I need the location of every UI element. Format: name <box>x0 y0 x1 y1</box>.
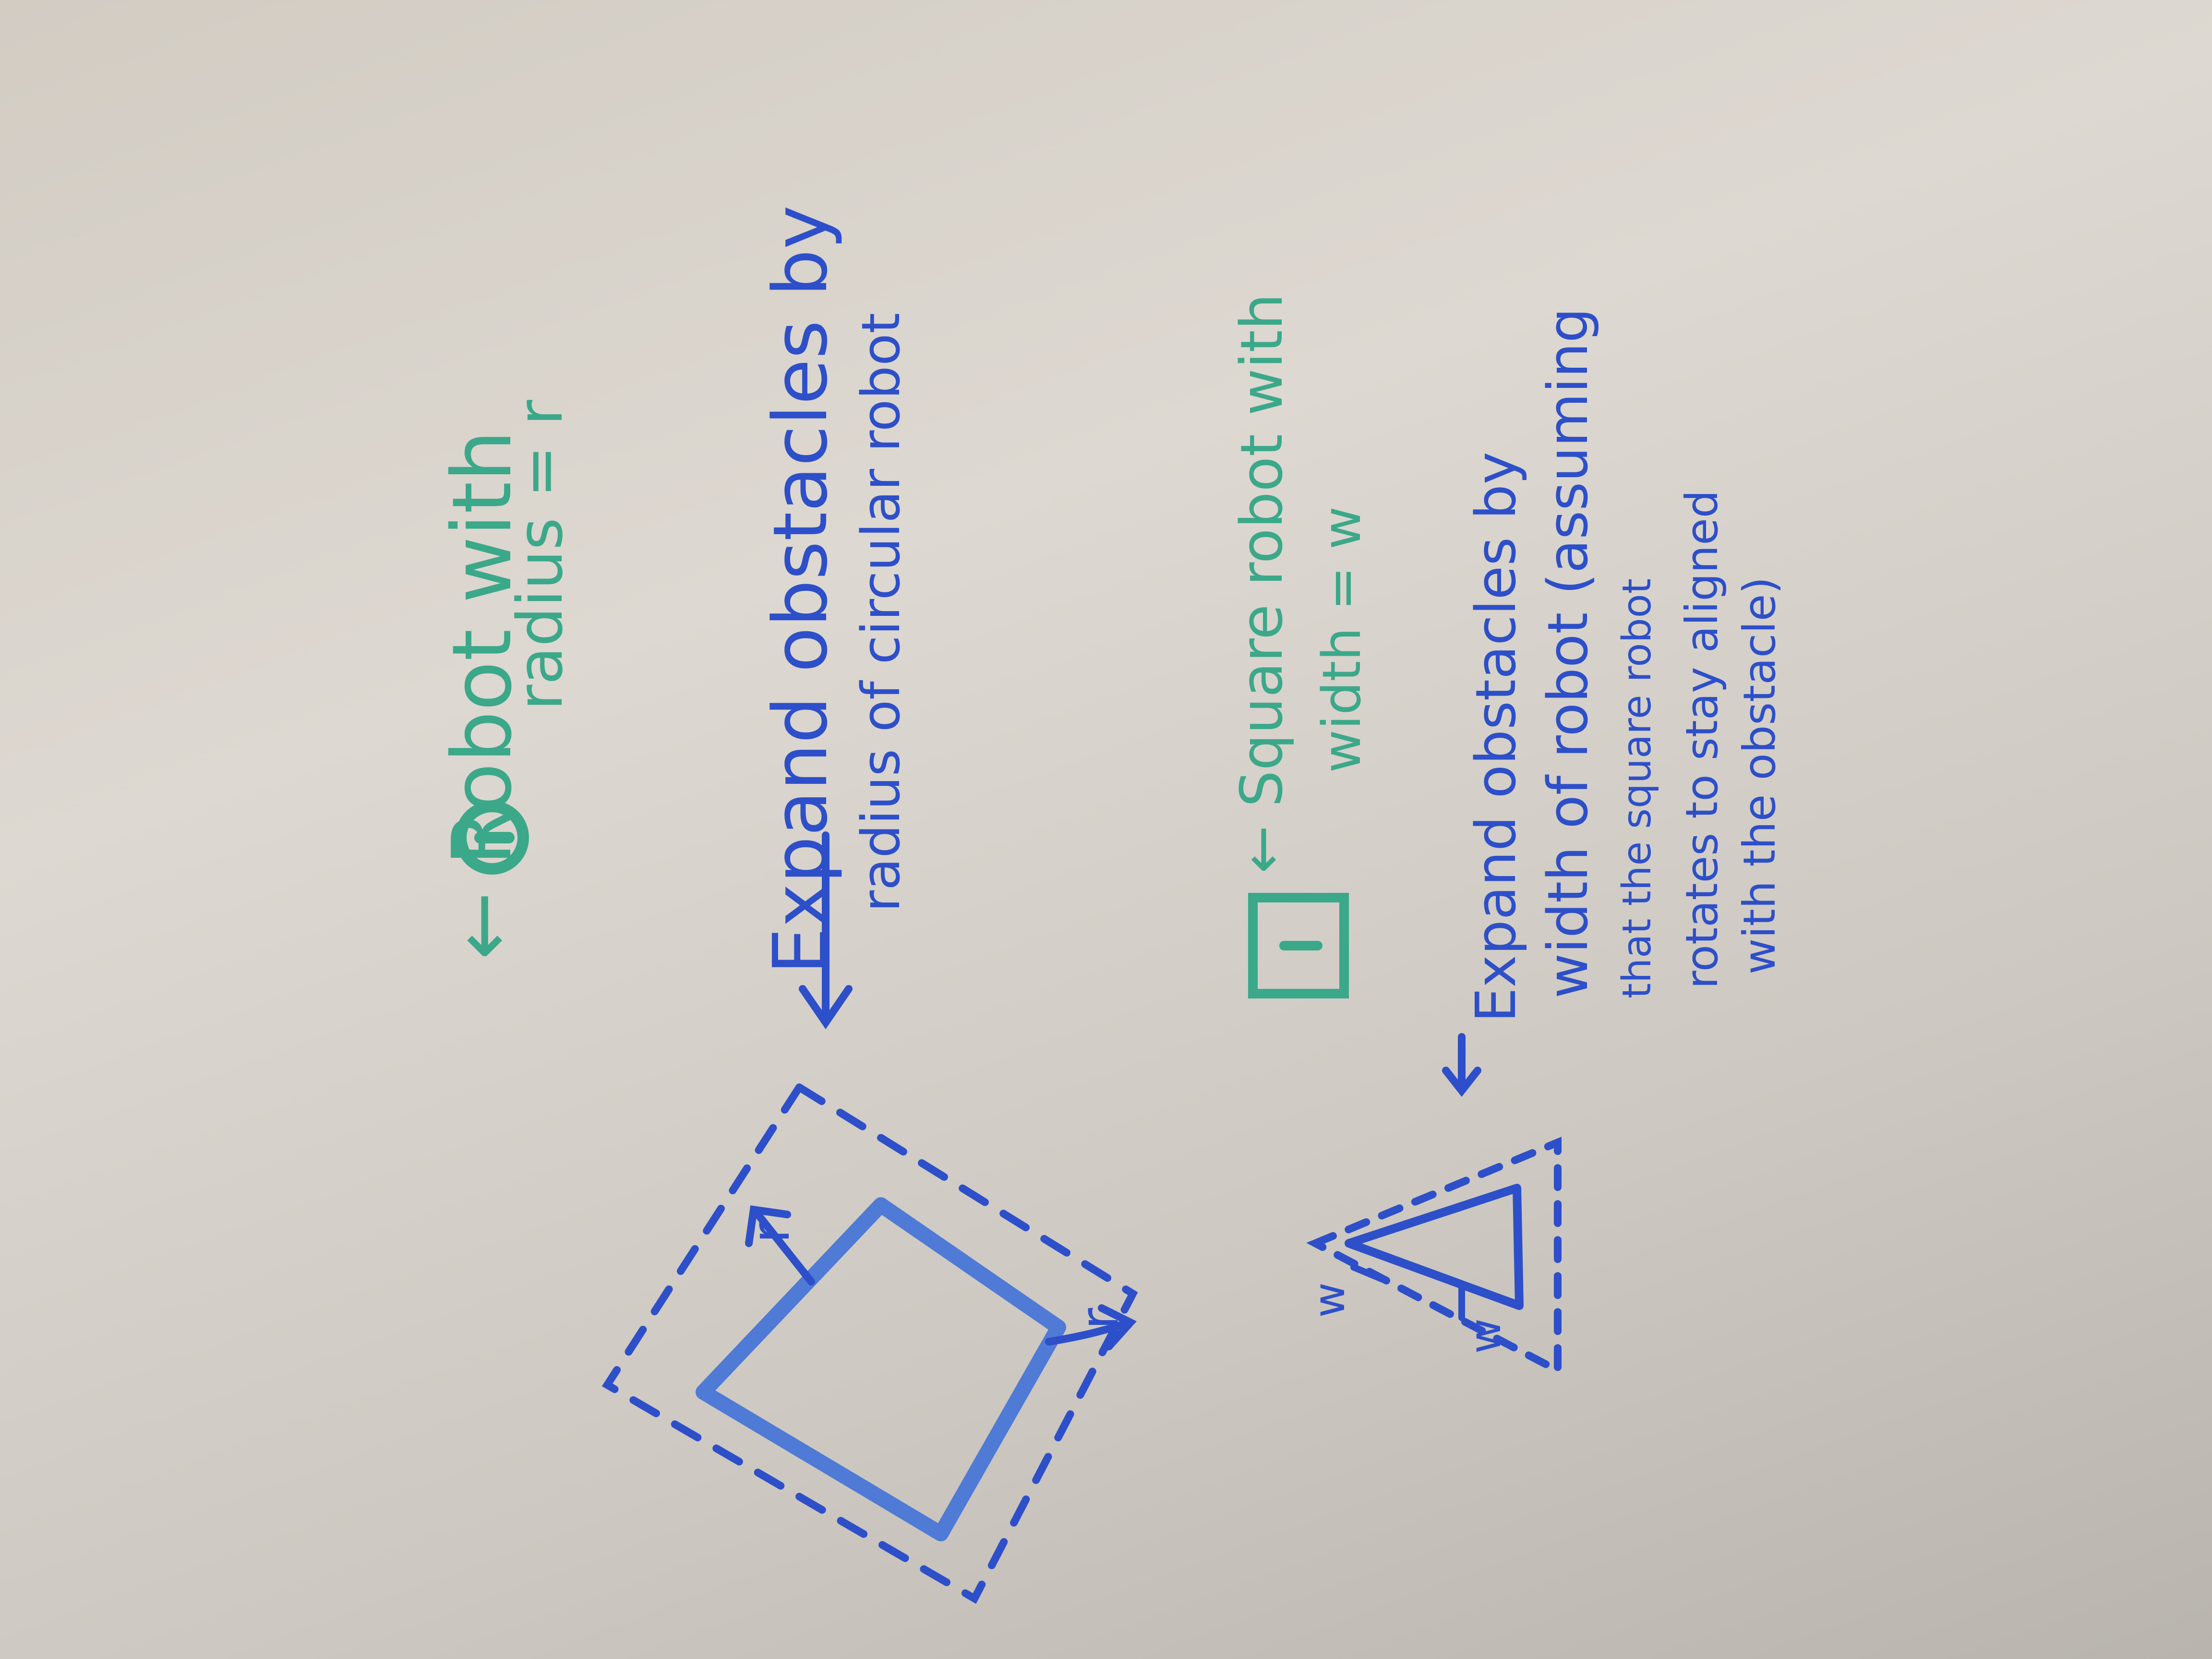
square-robot-label-line2: width = w <box>1311 506 1372 773</box>
square-obstacle <box>696 1197 1066 1541</box>
arrow-left-icon <box>799 831 853 1030</box>
square-obstacle-diagram <box>601 1082 1138 1604</box>
width-label-w: w <box>1460 1318 1511 1354</box>
expand-square-note-line2: width of robot (assuming <box>1536 308 1600 998</box>
expand-circle-note-line1: Expand obstacles by <box>757 205 844 974</box>
square-robot-label-line1: ← Square robot with <box>1229 293 1296 874</box>
radius-label-r: r <box>1069 1308 1130 1330</box>
expand-square-note-line1: Expand obstacles by <box>1464 452 1528 1022</box>
width-label-w: w <box>1304 1282 1355 1318</box>
circle-robot-label-line2: radius = r <box>504 400 577 710</box>
circular-robot-icon <box>455 801 529 875</box>
triangle-obstacle <box>1345 1184 1524 1310</box>
radius-label-r: r <box>740 1221 801 1243</box>
square-robot-icon <box>1248 893 1349 998</box>
expanded-triangle-dashed <box>1306 1137 1562 1377</box>
triangle-obstacle-diagram <box>1306 1137 1562 1377</box>
expanded-boundary-dashed <box>601 1082 1138 1604</box>
expand-square-note-line5: with the obstacle) <box>1734 577 1785 974</box>
expand-square-note-line4: rotates to stay aligned <box>1676 490 1728 989</box>
arrow-left-icon <box>1442 1033 1481 1097</box>
expand-circle-note-line2: radius of circular robot <box>850 313 912 912</box>
expand-square-note-line3: that the square robot <box>1614 578 1660 998</box>
